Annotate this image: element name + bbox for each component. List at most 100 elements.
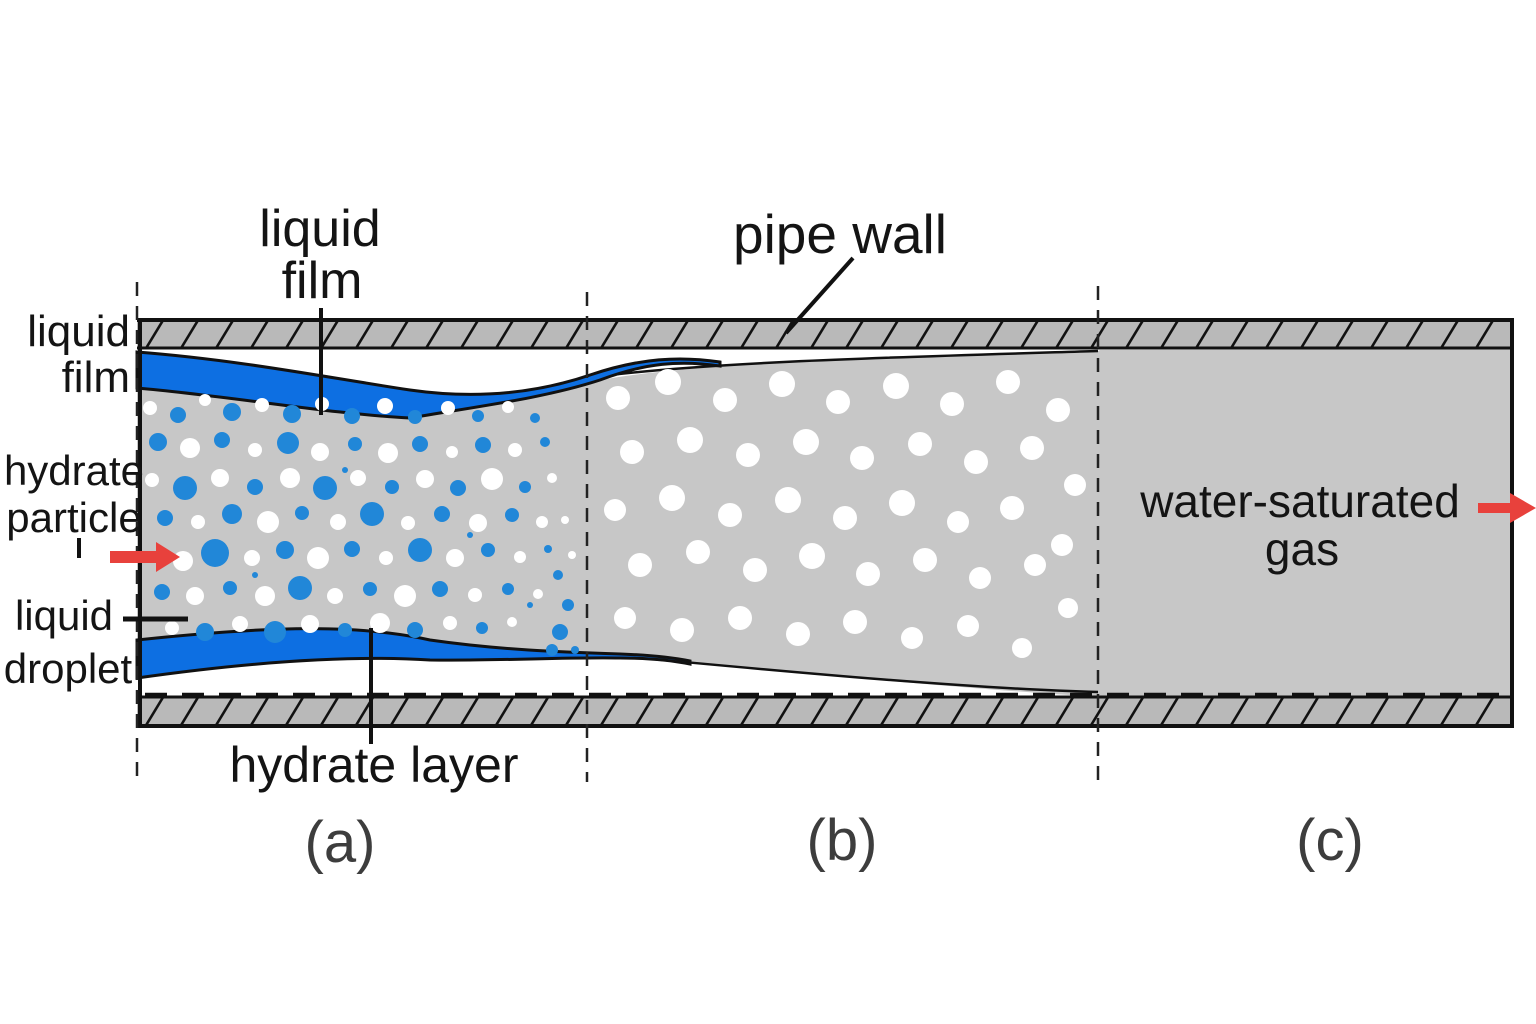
liquid-droplet-dot [969,567,991,589]
hydrate-particle-label-line2: particle [6,494,141,541]
hydrate-particle-dot [472,410,484,422]
liquid-droplet-dot [1051,534,1073,556]
pipe-wall-label: pipe wall [733,203,947,265]
liquid-droplet-dot [377,398,393,414]
hydrate-layer-label: hydrate layer [229,737,518,793]
hydrate-particle-dot [342,467,348,473]
liquid-droplet-dot [301,615,319,633]
liquid-droplet-dot [568,551,576,559]
liquid-droplet-dot [257,511,279,533]
liquid-droplet-dot [401,516,415,530]
gas-region [137,349,1513,697]
hydrate-particle-dot [288,576,312,600]
hydrate-particle-dot [408,410,422,424]
liquid-droplet-dot [469,514,487,532]
liquid-droplet-dot [327,588,343,604]
liquid-droplet-dot [502,401,514,413]
liquid-droplet-dot [468,588,482,602]
liquid-droplet-dot [350,470,366,486]
liquid-droplet-dot [677,427,703,453]
liquid-droplet-dot [248,443,262,457]
hydrate-particle-dot [149,433,167,451]
liquid-droplet-dot [481,468,503,490]
section-a-label: (a) [305,810,376,875]
hydrate-particle-dot [344,541,360,557]
liquid-droplet-dot [330,514,346,530]
liquid-droplet-label-line2: droplet [4,645,133,692]
hydrate-particle-dot [553,570,563,580]
section-b-label: (b) [807,808,878,873]
liquid-droplet-dot [191,515,205,529]
liquid-droplet-dot [446,446,458,458]
liquid-droplets-group [604,369,1086,658]
pipe-wall-top [137,320,1513,348]
liquid-droplet-dot [145,473,159,487]
hydrate-particle-dot [363,582,377,596]
flow-in-arrow [110,542,180,572]
liquid-droplet-dot [211,469,229,487]
liquid-droplet-dot [507,617,517,627]
liquid-droplet-dot [533,589,543,599]
liquid-droplet-dot [628,553,652,577]
hydrate-particle-dot [170,407,186,423]
hydrate-particle-dot [264,621,286,643]
liquid-droplet-dot [508,443,522,457]
hydrate-particle-dot [313,476,337,500]
liquid-film-left-label-line2: film [62,353,130,402]
liquid-film-shape [135,350,722,420]
liquid-droplet-dot [736,443,760,467]
liquid-droplet-dot [655,369,681,395]
liquid-droplet-dot [1046,398,1070,422]
liquid-droplet-dot [244,550,260,566]
liquid-droplet-dot [311,443,329,461]
liquid-droplet-dot [370,613,390,633]
liquid-droplet-dot [964,450,988,474]
liquid-droplet-dot [743,558,767,582]
hydrate-particle-dot [552,624,568,640]
liquid-droplet-dot [957,615,979,637]
liquid-droplet-dot [547,473,557,483]
hydrate-particle-dot [527,602,533,608]
liquid-droplet-dot [775,487,801,513]
hydrate-particle-dot [546,644,558,656]
flow-out-arrow [1478,493,1536,523]
liquid-droplet-dot [186,587,204,605]
liquid-film-left-label-line1: liquid [27,307,130,356]
hydrate-particle-dot [476,622,488,634]
liquid-droplet-dot [280,468,300,488]
hydrate-particle-dot [201,539,229,567]
hydrate-particle-dot [450,480,466,496]
liquid-droplet-dot [443,616,457,630]
hydrate-particle-dot [338,623,352,637]
liquid-droplet-dot [446,549,464,567]
hydrate-particle-dot [544,545,552,553]
liquid-droplet-dot [913,548,937,572]
hydrate-particle-dot [432,581,448,597]
liquid-droplet-dot [165,621,179,635]
hydrate-particle-dot [571,646,579,654]
hydrate-particle-dot [475,437,491,453]
hydrate-particle-dot [540,437,550,447]
hydrate-particle-dot [295,506,309,520]
liquid-droplet-dot [1058,598,1078,618]
liquid-droplet-dot [786,622,810,646]
liquid-droplet-dot [833,506,857,530]
liquid-droplet-dot [908,432,932,456]
hydrate-particle-dot [214,432,230,448]
hydrate-particle-dot [467,532,473,538]
liquid-droplet-dot [378,443,398,463]
water-saturated-gas-label-line1: water-saturated [1139,475,1460,527]
liquid-droplet-dot [514,551,526,563]
hydrate-particle-dot [562,599,574,611]
liquid-droplet-dot [718,503,742,527]
liquid-film-top-label-line2: film [282,252,363,310]
liquid-droplet-dot [416,470,434,488]
liquid-droplet-dot [670,618,694,642]
liquid-droplet-dot [947,511,969,533]
gas-top-boundary [586,349,1099,380]
liquid-droplet-label-line1: liquid [15,592,113,639]
hydrate-particle-dot [407,622,423,638]
hydrate-particle-dot [348,437,362,451]
